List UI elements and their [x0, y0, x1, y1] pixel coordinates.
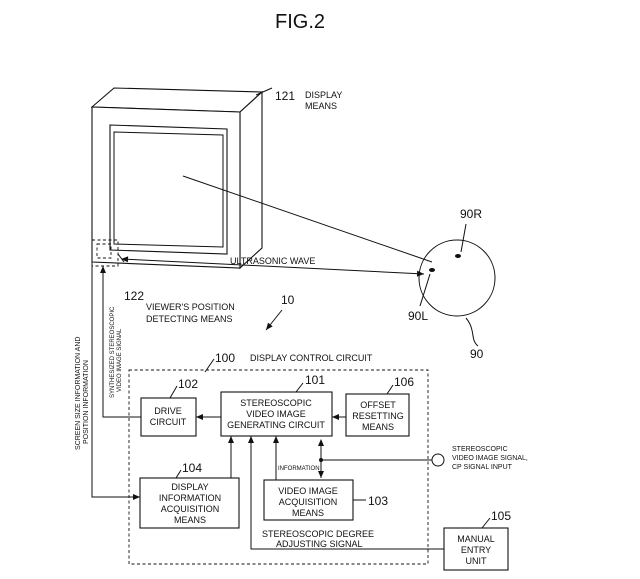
- figure-title: FIG.2: [275, 11, 325, 33]
- screen-size-label-2: POSITION INFORMATION: [83, 360, 90, 444]
- input-terminal: [319, 458, 323, 462]
- system-ref: 10: [281, 293, 295, 307]
- manual-label-1: MANUAL: [457, 534, 495, 544]
- left-eye-label: 90L: [408, 309, 428, 323]
- viewer-head: [418, 239, 496, 317]
- display-info-ref: 104: [182, 461, 202, 475]
- display-info-label-3: ACQUISITION: [161, 504, 220, 514]
- information-label: INFORMATION: [278, 466, 320, 472]
- display-info-label-4: MEANS: [174, 515, 206, 525]
- video-acq-label-3: MEANS: [292, 508, 324, 518]
- display-info-label-2: INFORMATION: [159, 493, 221, 503]
- manual-entry-box: [443, 527, 509, 571]
- degree-label-1: STEREOSCOPIC DEGREE: [262, 529, 374, 539]
- video-acq-label-1: VIDEO IMAGE: [278, 486, 338, 496]
- manual-ref: 105: [491, 509, 511, 523]
- display-control-circuit: [128, 369, 429, 565]
- video-acq-ref: 103: [368, 494, 388, 508]
- offset-box: [345, 393, 410, 437]
- manual-label-2: ENTRY: [461, 545, 491, 555]
- left-eye: [429, 268, 435, 272]
- viewer-ref: 90: [470, 347, 484, 361]
- synth-signal-label-2: VIDEO IMAGE SIGNAL: [117, 328, 123, 392]
- generator-label-3: GENERATING CIRCUIT: [227, 420, 325, 430]
- degree-label-2: ADJUSTING SIGNAL: [276, 539, 363, 549]
- video-acq-box: [263, 479, 354, 521]
- input-signal-label-3: CP SIGNAL INPUT: [452, 464, 513, 471]
- input-signal-label-1: STEREOSCOPIC: [452, 446, 508, 453]
- display-info-label-1: DISPLAY: [171, 482, 208, 492]
- detector-label-1: VIEWER'S POSITION: [146, 302, 235, 312]
- input-signal-label-2: VIDEO IMAGE SIGNAL,: [452, 455, 528, 462]
- drive-label-1: DRIVE: [154, 406, 182, 416]
- ultrasonic-wave-label: ULTRASONIC WAVE: [230, 256, 315, 266]
- control-label: DISPLAY CONTROL CIRCUIT: [250, 353, 373, 363]
- right-eye: [455, 254, 461, 258]
- display-means-ref: 121: [275, 89, 295, 103]
- display-means: [90, 87, 264, 270]
- generator-label-1: STEREOSCOPIC: [240, 398, 312, 408]
- generator-ref: 101: [305, 373, 325, 387]
- video-acq-label-2: ACQUISITION: [279, 497, 338, 507]
- ultrasonic-wave-arrow: [121, 256, 425, 277]
- offset-label-2: RESETTING: [352, 411, 404, 421]
- drive-label-2: CIRCUIT: [150, 417, 187, 427]
- synth-signal-label-1: SYNTHESIZED STEREOSCOPIC: [110, 306, 116, 398]
- drive-ref: 102: [178, 377, 198, 391]
- detector-label-2: DETECTING MEANS: [146, 314, 233, 324]
- signal-input-terminal: [431, 453, 445, 467]
- generator-label-2: VIDEO IMAGE: [246, 409, 306, 419]
- screen-size-label-1: SCREEN SIZE INFORMATION AND: [75, 337, 82, 450]
- drive-circuit-box: [140, 397, 197, 437]
- display-means-label-2: MEANS: [305, 101, 337, 111]
- display-means-label-1: DISPLAY: [305, 90, 342, 100]
- offset-ref: 106: [394, 375, 414, 389]
- detector-ref: 122: [124, 289, 144, 303]
- manual-label-3: UNIT: [466, 556, 487, 566]
- right-eye-label: 90R: [460, 207, 482, 221]
- display-info-box: [139, 477, 240, 529]
- offset-label-3: MEANS: [362, 422, 394, 432]
- position-detector: [91, 239, 119, 267]
- control-ref: 100: [215, 351, 235, 365]
- offset-label-1: OFFSET: [360, 400, 396, 410]
